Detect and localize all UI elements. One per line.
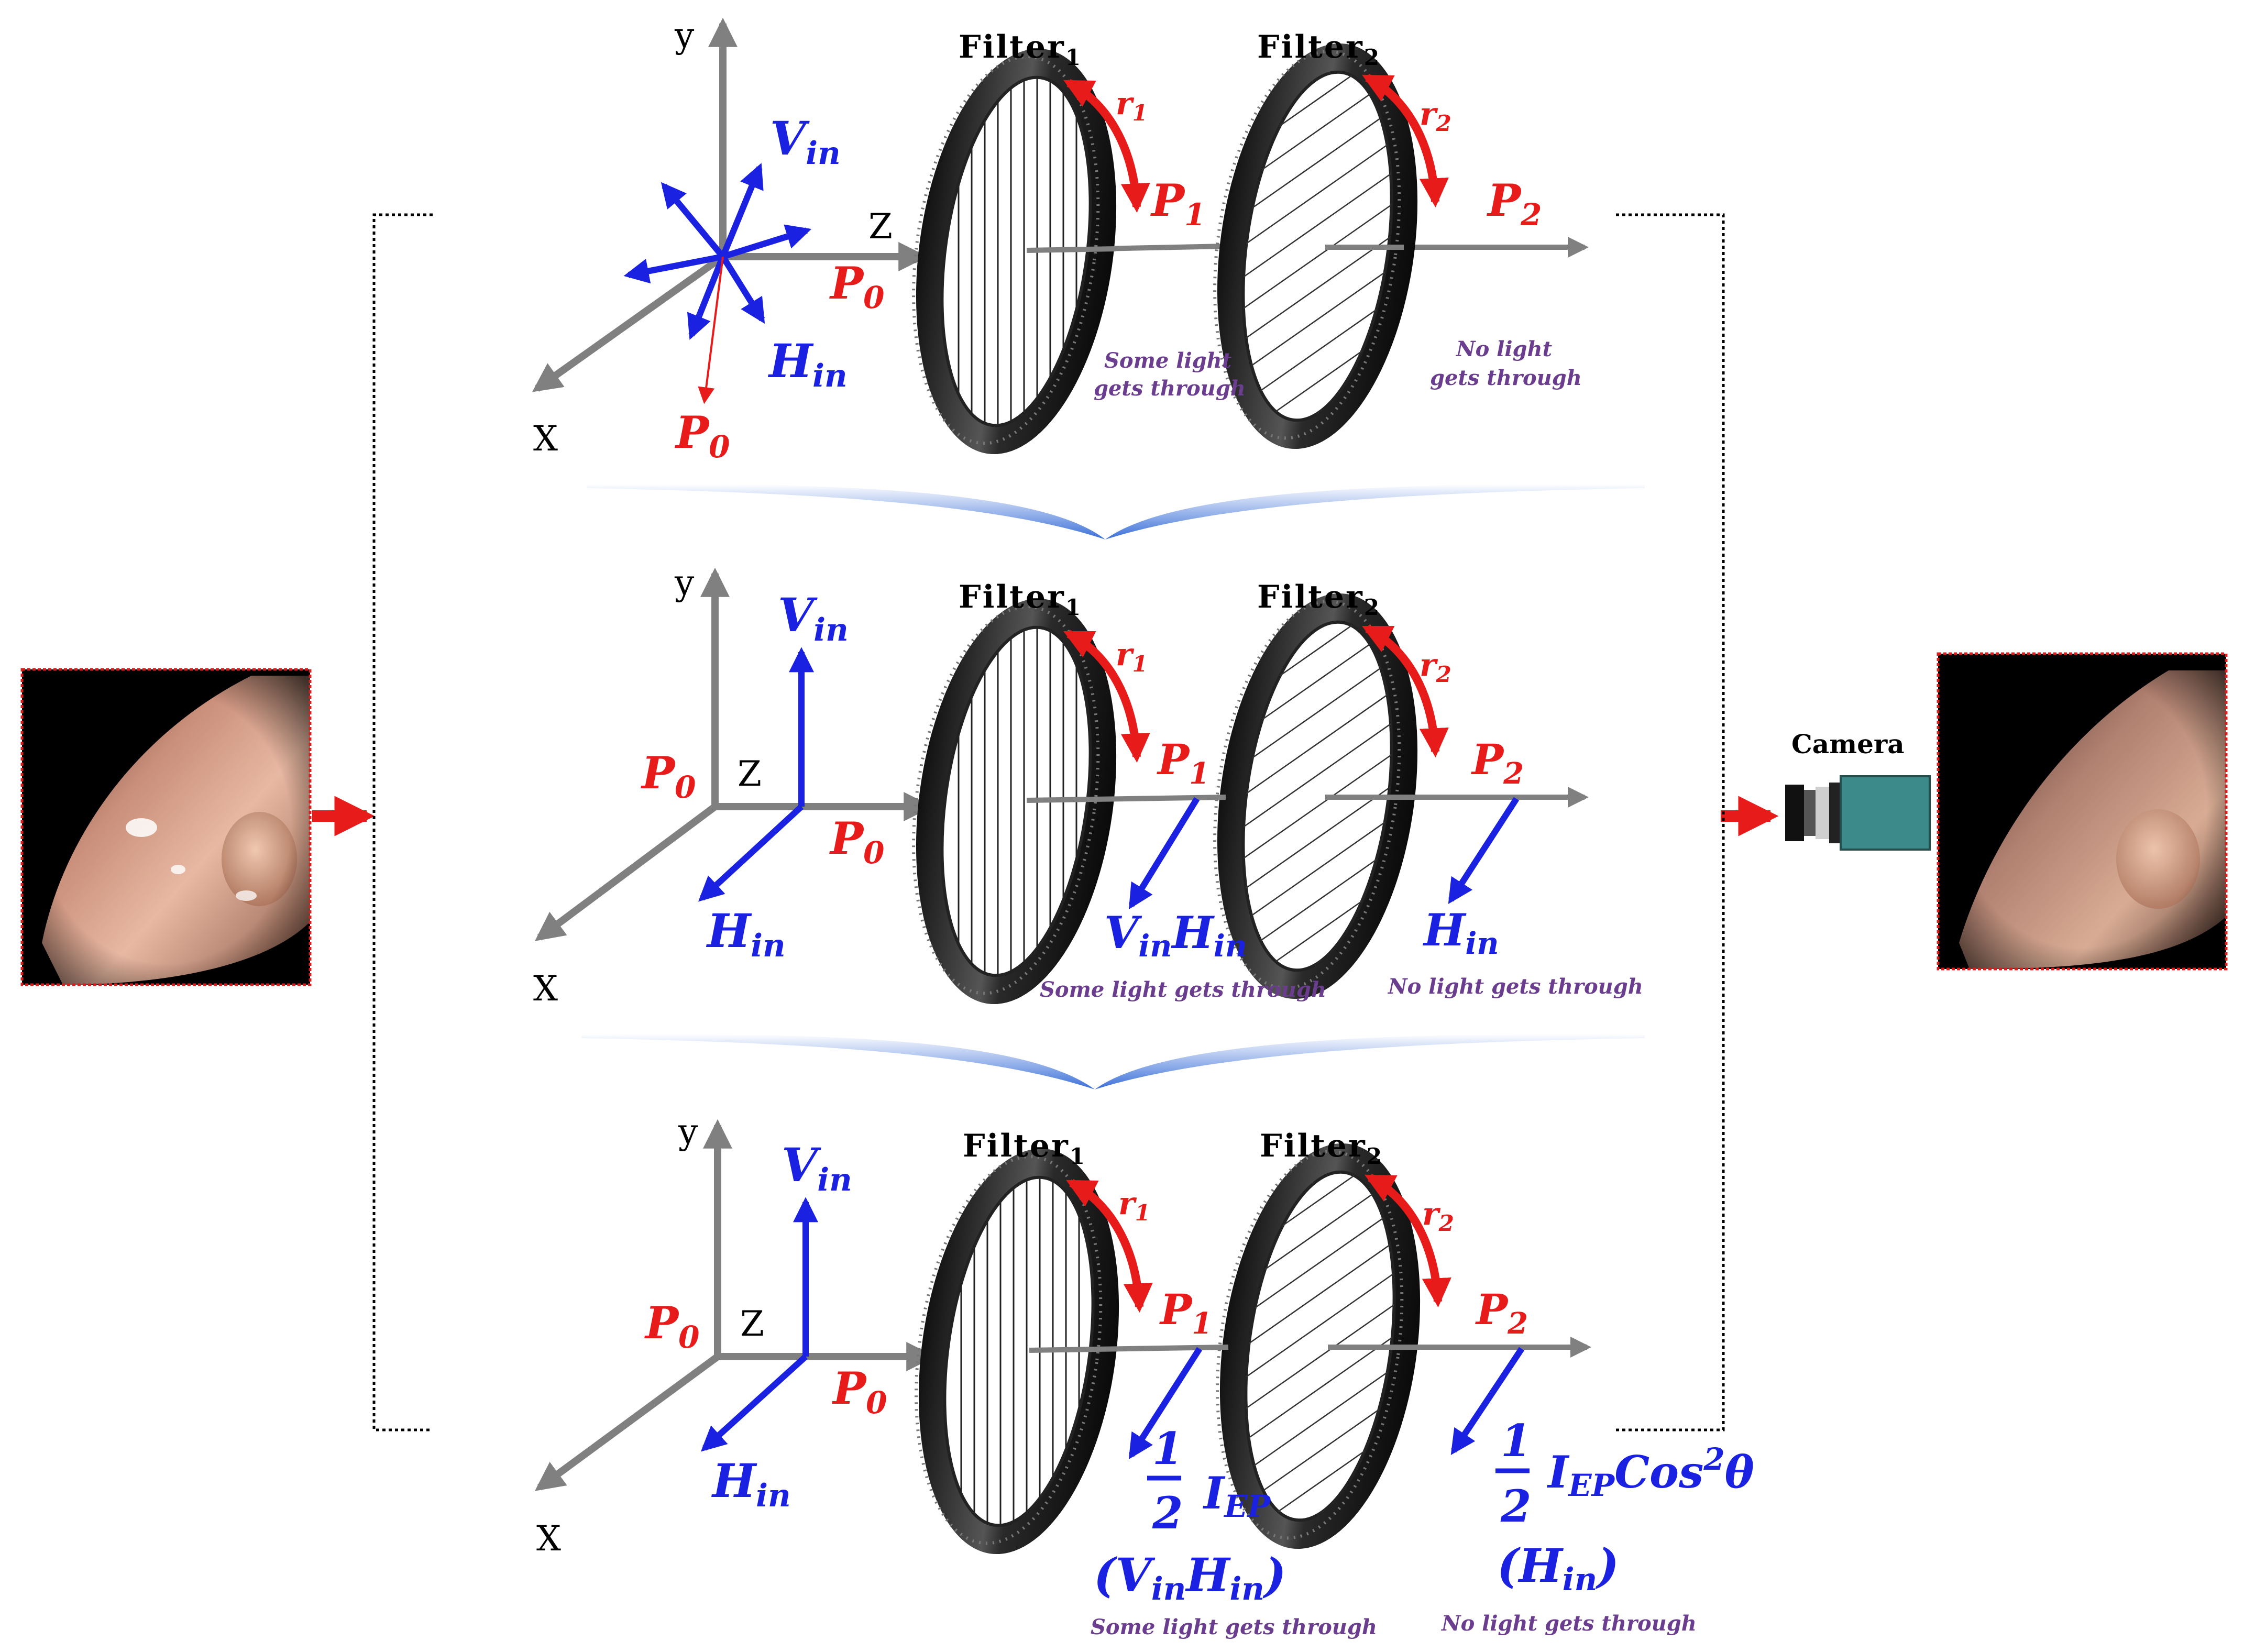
x-axis-label: X — [536, 1518, 561, 1559]
note-filter1-line2: gets through — [1094, 376, 1246, 401]
z-axis-label: Z — [738, 754, 762, 794]
hin-vector — [700, 1354, 808, 1452]
hin-label: Hin — [706, 904, 786, 964]
output-label-filter2: Hin — [1423, 904, 1499, 961]
filter-2-label: Filter2 — [1257, 29, 1381, 70]
output-label-filter1: VinHin — [1104, 907, 1247, 964]
p1-label: P1 — [1157, 735, 1209, 791]
x-axis — [532, 254, 725, 392]
svg-text:IEP: IEP — [1203, 1467, 1271, 1524]
rotation-arrow-r1 — [1063, 630, 1150, 763]
right-bracket — [1616, 213, 1725, 1431]
z-axis-label: Z — [740, 1304, 764, 1344]
filter-2-label: Filter2 — [1257, 579, 1381, 620]
x-axis — [534, 1353, 720, 1491]
p2-label: P2 — [1487, 174, 1542, 233]
p0-label: P0 — [829, 257, 885, 315]
vin-label: Vin — [770, 111, 841, 172]
note-filter1: Some light gets through — [1040, 977, 1326, 1002]
r2-label: r2 — [1422, 1196, 1454, 1236]
hin-label: Hin — [767, 334, 848, 394]
p0-label-left: P0 — [644, 1297, 700, 1355]
input-endoscopy-image — [20, 668, 312, 986]
svg-text:1: 1 — [1501, 1415, 1531, 1467]
output-vector-filter1 — [1128, 797, 1200, 910]
x-axis-label: X — [533, 968, 558, 1009]
filter-1-label: Filter1 — [963, 1128, 1086, 1169]
components-label-filter1: (VinHin) — [1094, 1548, 1286, 1607]
y-axis-label: y — [674, 563, 695, 603]
svg-text:2: 2 — [1500, 1480, 1531, 1532]
y-axis-label: y — [674, 15, 695, 56]
output-vector-filter2 — [1450, 1347, 1524, 1455]
filter-2-label: Filter2 — [1260, 1128, 1383, 1169]
p0-label-left: P0 — [641, 747, 696, 805]
filter-1-label: Filter1 — [959, 29, 1082, 70]
svg-text:1: 1 — [1152, 1423, 1183, 1474]
note-filter2: No light gets through — [1440, 1611, 1697, 1636]
p2-label: P2 — [1471, 735, 1524, 791]
separator-band-2 — [581, 1034, 1645, 1089]
rotation-arrow-r2 — [1365, 1173, 1451, 1308]
note-filter2-line2: gets through — [1430, 366, 1582, 390]
rotation-arrow-r2 — [1361, 624, 1449, 758]
hin-vector — [698, 804, 804, 902]
p1-label: P1 — [1159, 1285, 1212, 1341]
panel-bottom: y Z X Vin Hin P0 P0 Filter1 Filter2 r1 r… — [534, 1063, 1754, 1650]
p0-label-right: P0 — [829, 812, 885, 871]
vin-label: Vin — [778, 588, 849, 648]
note-filter2: No light gets through — [1387, 974, 1643, 999]
filter-1-label: Filter1 — [959, 579, 1082, 620]
note-filter1: Some light gets through — [1091, 1615, 1377, 1639]
intensity-formula-filter2: 1 2 IEPCos2θ — [1495, 1415, 1754, 1532]
x-axis — [535, 803, 718, 941]
svg-text:2: 2 — [1152, 1487, 1183, 1539]
y-axis-label: y — [678, 1111, 698, 1152]
output-vector-filter2 — [1448, 797, 1520, 905]
r2-label: r2 — [1420, 96, 1451, 136]
p0-label-lower: P0 — [675, 406, 730, 465]
p2-label: P2 — [1475, 1285, 1528, 1341]
r2-label: r2 — [1420, 647, 1451, 687]
panel-middle: y Z X Vin Hin P0 P0 Filter1 Filter2 r1 r… — [533, 513, 1643, 1100]
p0-label-right: P0 — [832, 1362, 887, 1420]
rotation-arrow-r1 — [1066, 1179, 1153, 1313]
hin-label: Hin — [711, 1453, 791, 1514]
rotation-arrow-r2 — [1362, 73, 1449, 208]
r1-label: r1 — [1116, 85, 1148, 126]
rotation-arrow-r1 — [1063, 79, 1150, 213]
x-axis-label: X — [533, 418, 558, 459]
svg-text:IEPCos2θ: IEPCos2θ — [1547, 1441, 1754, 1503]
left-bracket — [372, 213, 433, 1431]
vin-label: Vin — [782, 1138, 852, 1198]
r1-label: r1 — [1118, 1185, 1150, 1226]
components-label-filter2: (Hin) — [1497, 1538, 1619, 1598]
note-filter2-line1: No light — [1455, 337, 1553, 361]
unpolarized-light-vectors — [623, 163, 812, 340]
output-vector-filter1 — [1128, 1347, 1203, 1460]
separator-band-1 — [587, 484, 1645, 539]
filter-2-polarizer — [1192, 0, 1442, 550]
camera-label: Camera — [1791, 729, 1905, 759]
p1-label: P1 — [1150, 174, 1206, 233]
p0-vector — [698, 256, 724, 404]
note-filter1-line1: Some light — [1104, 348, 1232, 373]
output-endoscopy-image — [1937, 652, 2228, 971]
camera-icon — [1785, 775, 1931, 851]
z-axis-label: Z — [868, 206, 893, 247]
r1-label: r1 — [1116, 636, 1148, 677]
intensity-formula-filter1: 1 2 IEP — [1147, 1423, 1271, 1539]
panel-top: y Z X Vin Hin P0 P0 Filter1 Filter2 r1 r… — [532, 0, 1589, 550]
